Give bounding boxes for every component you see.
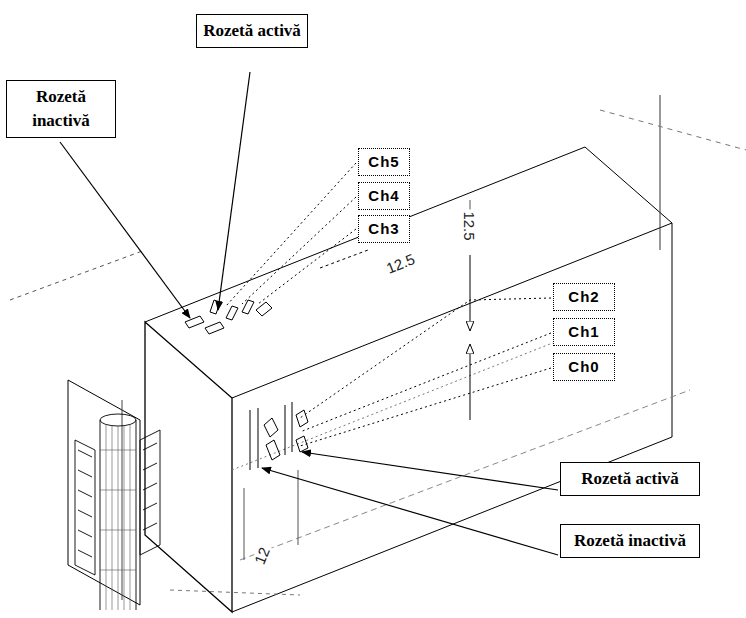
callout-text: Rozetă inactivă (13, 85, 109, 133)
channel-box: Ch4 (358, 182, 410, 210)
channel-box: Ch5 (358, 148, 410, 176)
callout-box: Rozetă inactivă (560, 524, 700, 558)
channel-name: Ch0 (559, 357, 609, 377)
end-plate (68, 380, 140, 605)
strain-rosettes-top (185, 250, 368, 334)
channel-name: Ch3 (364, 219, 404, 239)
dimension-label: 12.5 (461, 209, 477, 242)
channel-name: Ch5 (364, 152, 404, 172)
channel-name: Ch2 (559, 287, 609, 307)
channel-leaders (226, 163, 551, 446)
leader-arrows (60, 72, 558, 555)
channel-box: Ch0 (553, 353, 615, 381)
channel-box: Ch3 (358, 215, 410, 243)
strain-rosettes-side (250, 402, 308, 470)
channel-name: Ch4 (364, 186, 404, 206)
callout-box: Rozetă inactivă (6, 80, 116, 138)
channel-box: Ch2 (553, 283, 615, 311)
dimension-label: 12.5 (382, 250, 419, 277)
block-wireframe (10, 95, 746, 612)
callout-box: Rozetă activă (196, 14, 308, 48)
dimension-lines (244, 200, 470, 560)
dimension-label: 12 (251, 543, 274, 568)
pin-cylinder (100, 414, 136, 610)
channel-name: Ch1 (559, 322, 609, 342)
callout-text: Rozetă activă (567, 467, 693, 491)
callout-box: Rozetă activă (560, 462, 700, 496)
channel-box: Ch1 (553, 318, 615, 346)
callout-text: Rozetă activă (203, 19, 301, 43)
callout-text: Rozetă inactivă (567, 529, 693, 553)
clamp-flanges (75, 430, 160, 575)
